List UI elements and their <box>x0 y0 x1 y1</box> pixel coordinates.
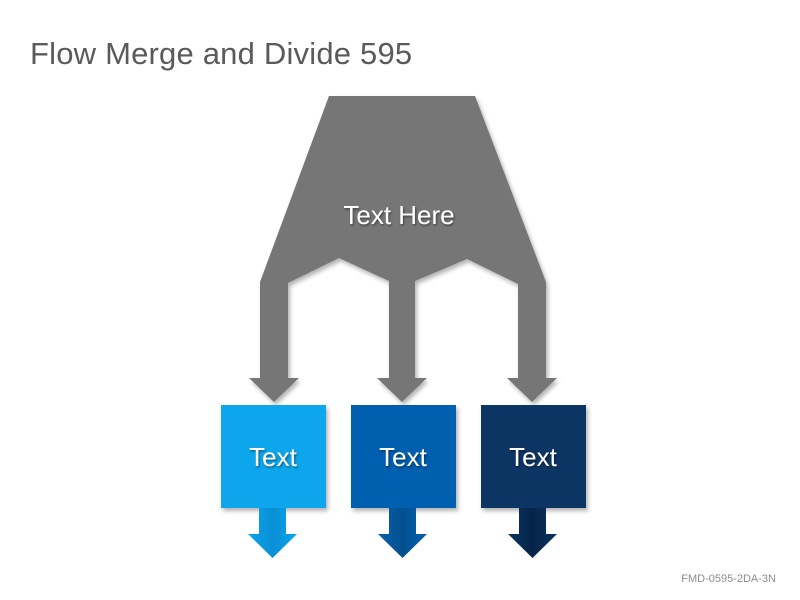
flow-box-3-rect <box>481 405 586 508</box>
flow-box-1-down-arrow <box>248 508 297 558</box>
flow-box-1-rect <box>221 405 326 508</box>
merge-funnel-shape <box>249 96 557 402</box>
flow-box-1: Text <box>221 405 326 558</box>
flow-box-3: Text <box>481 405 586 558</box>
merge-label: Text Here <box>343 200 454 230</box>
flow-box-2-down-arrow <box>378 508 427 558</box>
flow-box-3-label: Text <box>509 442 557 472</box>
slide-title: Flow Merge and Divide 595 <box>30 36 413 71</box>
flow-box-3-down-arrow <box>508 508 557 558</box>
flow-box-1-label: Text <box>249 442 297 472</box>
flow-box-2-rect <box>351 405 456 508</box>
flow-box-2: Text <box>351 405 456 558</box>
flow-box-2-label: Text <box>379 442 427 472</box>
footer-code: FMD-0595-2DA-3N <box>681 573 776 585</box>
